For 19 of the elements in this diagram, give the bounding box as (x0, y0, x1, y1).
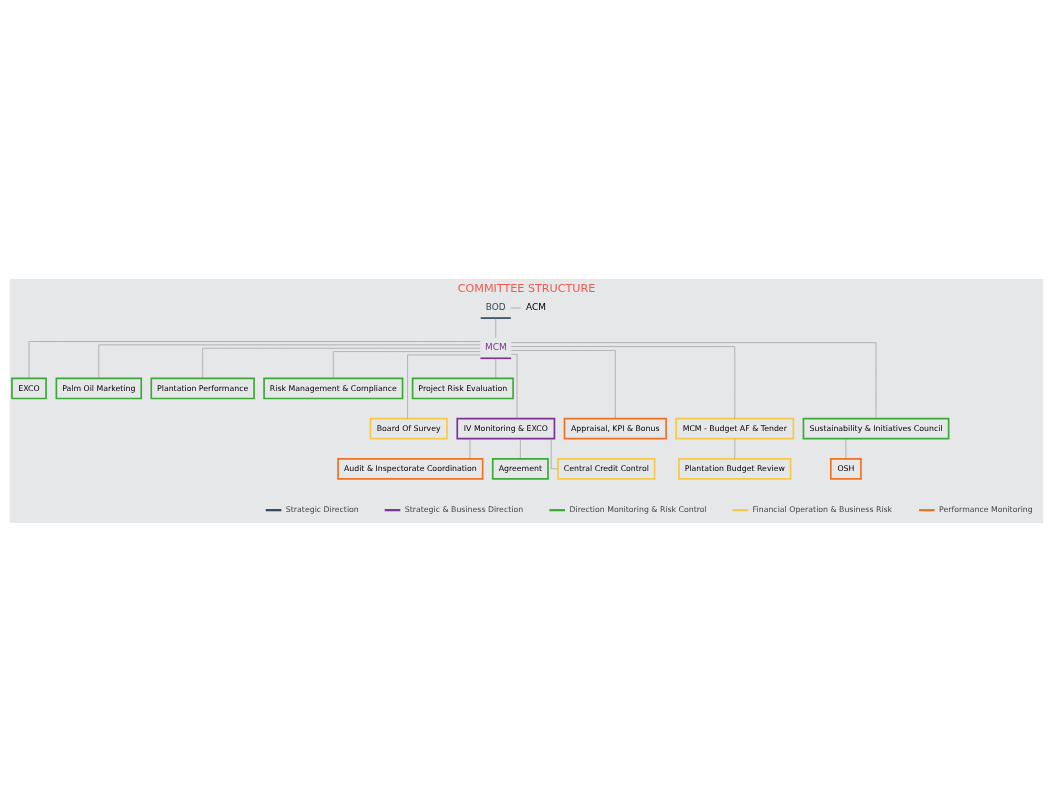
connector (511, 345, 736, 419)
connector (510, 341, 877, 419)
diagram-title: COMMITTEE STRUCTURE (457, 281, 596, 295)
connector (407, 354, 481, 419)
connector (333, 350, 481, 379)
connector (202, 347, 481, 379)
connector (495, 357, 497, 378)
connector (520, 438, 521, 459)
node-text: BOD (485, 301, 506, 312)
connector (28, 340, 481, 379)
connector (510, 353, 518, 419)
connector (550, 438, 559, 469)
connector (510, 349, 616, 419)
node-text: ACM (526, 301, 546, 312)
connector (734, 438, 736, 459)
connector (495, 317, 497, 338)
connector (845, 438, 847, 459)
node-text: MCM (484, 341, 507, 352)
connector (98, 344, 481, 379)
